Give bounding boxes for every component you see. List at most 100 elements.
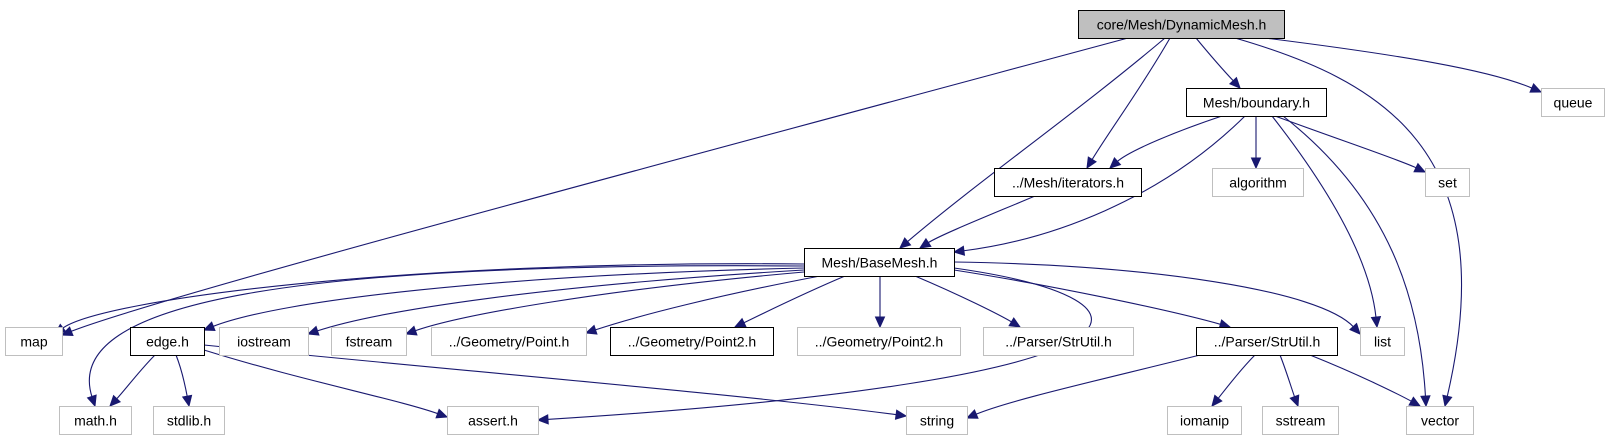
edge-n14-n16 (1279, 354, 1300, 408)
edge-arrowhead (435, 408, 449, 419)
edge-arrowhead (86, 394, 97, 408)
node-n9: fstream (331, 327, 407, 356)
edge-arrowhead (733, 317, 747, 328)
edge-arrowhead (1211, 394, 1223, 407)
edge-line (70, 37, 1129, 333)
edge-arrowhead (899, 237, 912, 249)
node-n23: queue (1541, 88, 1605, 117)
edge-line (1264, 37, 1533, 89)
edge-line (1217, 354, 1256, 400)
node-box (331, 327, 407, 356)
edge-n2-n13 (914, 275, 1022, 328)
edge-arrowhead (874, 316, 886, 329)
node-n20[interactable]: Mesh/boundary.h (1186, 88, 1327, 117)
edge-arrowhead (1228, 76, 1241, 89)
node-label: set (1438, 175, 1457, 191)
node-n21: algorithm (1212, 168, 1304, 197)
node-n1: map (5, 327, 63, 356)
edge-arrowhead (1370, 316, 1382, 329)
edge-line (914, 275, 1013, 323)
nodes-layer: core/Mesh/DynamicMesh.h map Mesh/BaseMesh.… (5, 10, 1605, 435)
edge-n14-n17 (1309, 354, 1422, 407)
edge-n20-n2 (952, 115, 1246, 256)
edge-arrowhead (202, 321, 216, 332)
node-label: map (20, 334, 47, 350)
edge-n14-n7 (965, 354, 1201, 419)
edge-arrowhead (1420, 395, 1431, 408)
edge-n0-n1 (60, 37, 1129, 337)
node-label: vector (1421, 413, 1459, 429)
node-n13: ../Parser/StrUtil.h (983, 327, 1134, 356)
node-label: stdlib.h (167, 413, 211, 429)
node-box (1262, 406, 1339, 435)
edge-n2-n9 (404, 271, 805, 336)
edge-n20-n21 (1250, 116, 1262, 170)
edge-n0-n23 (1264, 37, 1543, 93)
edge-line (1234, 37, 1463, 398)
edge-n2-n10 (584, 275, 821, 335)
edge-n2-n3 (202, 267, 805, 332)
edge-n2-n14 (953, 269, 1232, 330)
edge-arrowhead (1289, 394, 1300, 408)
node-n12: ../Geometry/Point2.h (797, 327, 961, 356)
edge-arrowhead (1349, 322, 1361, 335)
edge-line (742, 275, 846, 324)
node-box (994, 168, 1142, 197)
node-n19[interactable]: ../Mesh/iterators.h (994, 168, 1142, 197)
node-box (1196, 327, 1338, 356)
edge-n0-n17 (1234, 37, 1463, 408)
node-label: string (920, 413, 954, 429)
edge-line (953, 261, 1355, 328)
edge-line (1091, 37, 1171, 161)
edge-n3-n4 (109, 354, 156, 407)
node-label: algorithm (1229, 175, 1287, 191)
edge-n2-n11 (733, 275, 846, 328)
edge-line (1271, 115, 1377, 319)
edge-n2-n4 (86, 265, 805, 408)
node-box (797, 327, 961, 356)
edge-line (1195, 37, 1235, 82)
node-label: ../Geometry/Point2.h (628, 334, 756, 350)
edge-n2-n8 (306, 269, 805, 336)
node-box (431, 327, 587, 356)
edge-line (203, 349, 439, 415)
node-n8: iostream (219, 327, 309, 356)
node-label: ../Geometry/Point.h (449, 334, 570, 350)
node-n7: string (906, 406, 968, 435)
edge-line (203, 344, 898, 416)
edge-n0-n2 (899, 37, 1166, 249)
node-n14[interactable]: ../Parser/StrUtil.h (1196, 327, 1338, 356)
node-box (1541, 88, 1605, 117)
edge-line (962, 115, 1246, 252)
node-n11[interactable]: ../Geometry/Point2.h (610, 327, 774, 356)
node-label: ../Geometry/Point2.h (815, 334, 943, 350)
edge-line (953, 269, 1222, 326)
edge-line (212, 267, 805, 328)
node-label: list (1374, 334, 1391, 350)
edge-arrowhead (1250, 157, 1262, 170)
edge-n14-n15 (1211, 354, 1256, 407)
edge-line (1279, 354, 1296, 398)
node-n4: math.h (59, 406, 132, 435)
edge-arrowhead (584, 324, 598, 335)
node-label: edge.h (146, 334, 189, 350)
edge-n2-n12 (874, 276, 886, 329)
edge-n20-n22 (1274, 115, 1427, 173)
node-label: math.h (74, 413, 117, 429)
edge-n3-n5 (175, 354, 193, 408)
node-box (1406, 406, 1474, 435)
node-n2[interactable]: Mesh/BaseMesh.h (804, 248, 955, 277)
node-box (5, 327, 63, 356)
edge-line (1274, 115, 1418, 169)
edge-arrowhead (1008, 317, 1022, 328)
edge-arrowhead (181, 394, 193, 408)
edges-layer (54, 37, 1543, 425)
node-n0[interactable]: core/Mesh/DynamicMesh.h (1078, 10, 1285, 39)
node-n3[interactable]: edge.h (130, 327, 205, 356)
node-box (153, 406, 225, 435)
edge-arrowhead (1086, 156, 1097, 170)
edge-n19-n2 (918, 195, 1036, 249)
node-box (983, 327, 1134, 356)
node-n10: ../Geometry/Point.h (431, 327, 587, 356)
